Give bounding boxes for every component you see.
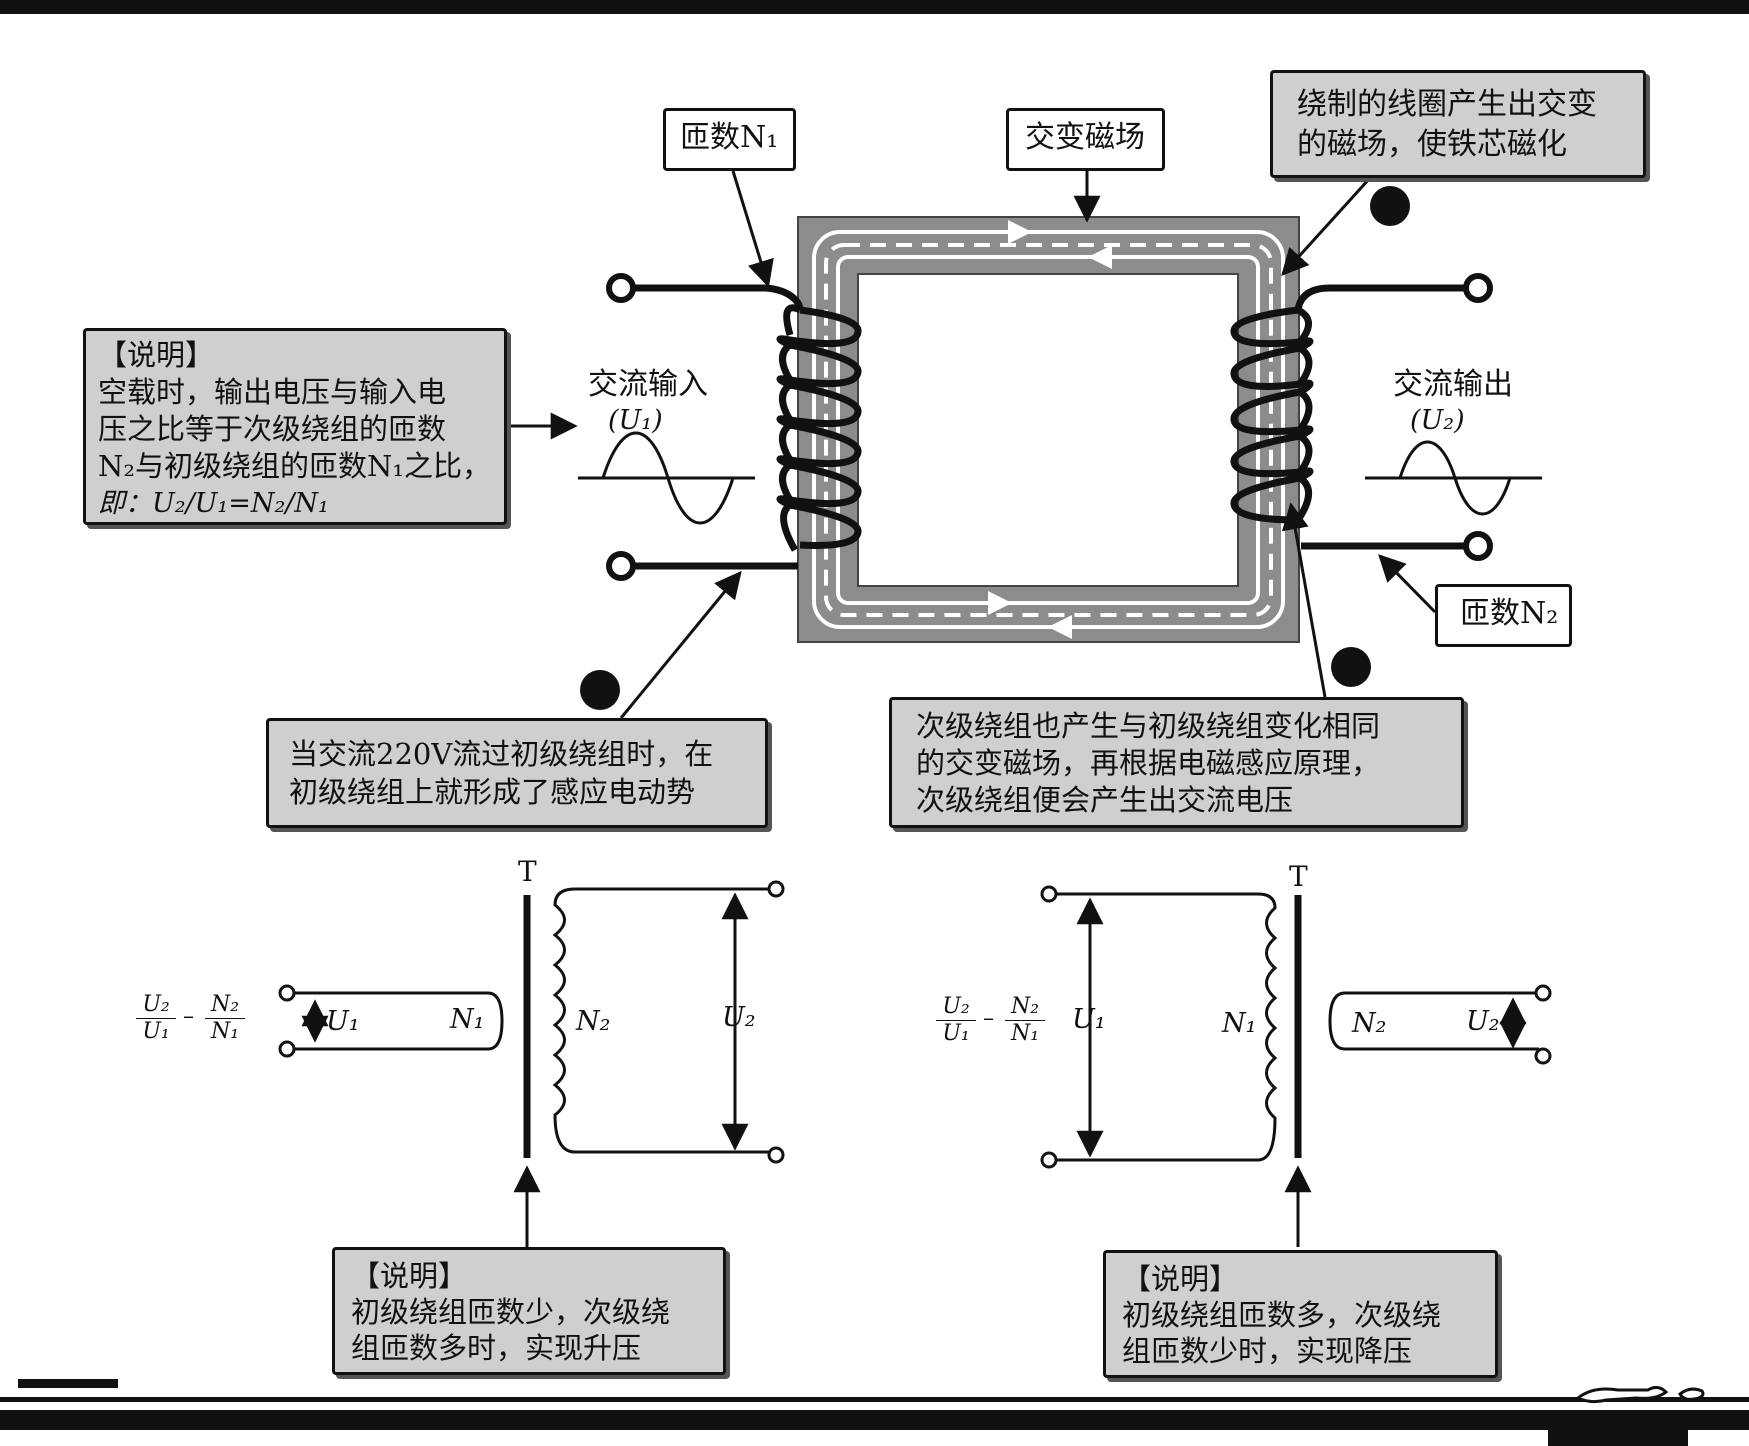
primary-note-box: 当交流220V流过初级绕组时，在 初级绕组上就形成了感应电动势 xyxy=(266,718,768,828)
primary-coil xyxy=(625,284,862,570)
field-label-box: 交变磁场 xyxy=(1006,108,1165,171)
step-down-note-title: 【说明】 xyxy=(1122,1262,1239,1296)
step-down-formula-rhs-den: N₁ xyxy=(1010,1021,1040,1046)
marker-dot-3 xyxy=(1331,647,1371,687)
bottom-border-bar xyxy=(0,1410,1749,1430)
magnetize-note-line-2: 的磁场，使铁芯磁化 xyxy=(1297,127,1567,162)
ac-output-symbol: (U₂) xyxy=(1410,405,1465,436)
field-label: 交变磁场 xyxy=(1025,120,1145,155)
step-down-formula-op: – xyxy=(983,1006,994,1031)
bottom-right-ornament xyxy=(1575,1385,1705,1404)
top-border-bar xyxy=(0,0,1749,14)
step-up-formula-rhs-den: N₁ xyxy=(210,1019,240,1044)
secondary-terminal-bottom xyxy=(1463,531,1493,561)
primary-note-line-2: 初级绕组上就形成了感应电动势 xyxy=(289,775,696,809)
step-down-formula-lhs: U₂ U₁ xyxy=(936,994,976,1047)
step-down-u1-label: U₁ xyxy=(1072,1004,1106,1035)
primary-terminal-bottom xyxy=(606,551,636,581)
step-up-formula-rhs: N₂ N₁ xyxy=(205,992,245,1045)
step-down-n2-label: N₂ xyxy=(1352,1008,1387,1039)
ac-input-label: 交流输入 xyxy=(588,367,708,402)
step-down-formula-rhs: N₂ N₁ xyxy=(1005,994,1045,1047)
step-up-u2-label: U₂ xyxy=(722,1002,756,1033)
left-note-line-3: N₂与初级绕组的匝数N₁之比， xyxy=(98,449,492,483)
secondary-note-line-3: 次级绕组便会产生出交流电压 xyxy=(916,783,1294,817)
output-sine-wave xyxy=(1365,440,1542,516)
step-up-n1-label: N₁ xyxy=(450,1004,485,1035)
n2-label: 匝数N₂ xyxy=(1460,596,1559,631)
step-up-formula-rhs-num: N₂ xyxy=(205,992,245,1019)
secondary-coil xyxy=(1230,284,1470,550)
left-note-line-2: 压之比等于次级绕组的匝数 xyxy=(98,412,447,446)
secondary-note-box: 次级绕组也产生与初级绕组变化相同 的交变磁场，再根据电磁感应原理， 次级绕组便会… xyxy=(889,697,1464,828)
step-up-note-line-1: 初级绕组匝数少，次级绕 xyxy=(351,1295,671,1329)
step-down-formula-lhs-den: U₁ xyxy=(942,1021,970,1046)
primary-terminal-top xyxy=(606,273,636,303)
step-up-n2-label: N₂ xyxy=(576,1006,611,1037)
left-note-line-1: 空载时，输出电压与输入电 xyxy=(98,375,447,409)
primary-note-line-1: 当交流220V流过初级绕组时，在 xyxy=(289,737,714,771)
n1-label: 匝数N₁ xyxy=(680,120,779,155)
secondary-note-line-2: 的交变磁场，再根据电磁感应原理， xyxy=(916,746,1381,780)
bottom-right-block xyxy=(1548,1428,1688,1446)
marker-dot-2 xyxy=(580,670,620,710)
left-note-title: 【说明】 xyxy=(98,338,215,372)
step-up-formula-lhs-den: U₁ xyxy=(142,1019,170,1044)
secondary-note-line-1: 次级绕组也产生与初级绕组变化相同 xyxy=(916,709,1381,743)
step-up-formula-lhs-num: U₂ xyxy=(136,992,176,1019)
step-down-note-line-1: 初级绕组匝数多，次级绕 xyxy=(1122,1298,1442,1332)
step-down-u2-label: U₂ xyxy=(1466,1006,1500,1037)
step-down-formula-lhs-num: U₂ xyxy=(936,994,976,1021)
ac-output-label: 交流输出 xyxy=(1393,367,1513,402)
bottom-left-mark xyxy=(18,1379,118,1388)
step-up-formula-lhs: U₂ U₁ xyxy=(136,992,176,1045)
step-up-note-box: 【说明】 初级绕组匝数少，次级绕 组匝数多时，实现升压 xyxy=(332,1247,726,1375)
left-note-box: 【说明】 空载时，输出电压与输入电 压之比等于次级绕组的匝数 N₂与初级绕组的匝… xyxy=(83,328,507,525)
step-up-schematic xyxy=(278,880,785,1164)
step-down-formula-rhs-num: N₂ xyxy=(1005,994,1045,1021)
magnetize-note-box: 绕制的线圈产生出交变 的磁场，使铁芯磁化 xyxy=(1270,70,1646,178)
leader-arrows xyxy=(508,170,1437,1247)
ac-input-symbol: (U₁) xyxy=(608,405,663,436)
step-up-core-label: T xyxy=(518,855,537,888)
step-down-note-box: 【说明】 初级绕组匝数多，次级绕 组匝数少时，实现降压 xyxy=(1103,1250,1498,1378)
step-down-note-line-2: 组匝数少时，实现降压 xyxy=(1122,1334,1413,1368)
step-down-core-label: T xyxy=(1289,860,1308,893)
n2-label-box: 匝数N₂ xyxy=(1435,584,1572,647)
step-up-note-line-2: 组匝数多时，实现升压 xyxy=(351,1331,642,1365)
step-up-formula-op: – xyxy=(183,1004,194,1029)
bottom-thin-bar xyxy=(0,1397,1749,1402)
n1-label-box: 匝数N₁ xyxy=(663,108,796,171)
step-up-note-title: 【说明】 xyxy=(351,1259,468,1293)
magnetize-note-line-1: 绕制的线圈产生出交变 xyxy=(1297,87,1597,122)
step-down-schematic xyxy=(1040,885,1552,1169)
transformer-core xyxy=(797,216,1300,643)
secondary-terminal-top xyxy=(1463,273,1493,303)
input-sine-wave xyxy=(578,431,755,525)
marker-dot-1 xyxy=(1370,186,1410,226)
left-note-line-4: 即：U₂/U₁=N₂/N₁ xyxy=(98,488,329,519)
step-down-n1-label: N₁ xyxy=(1222,1008,1257,1039)
step-up-u1-label: U₁ xyxy=(326,1006,360,1037)
